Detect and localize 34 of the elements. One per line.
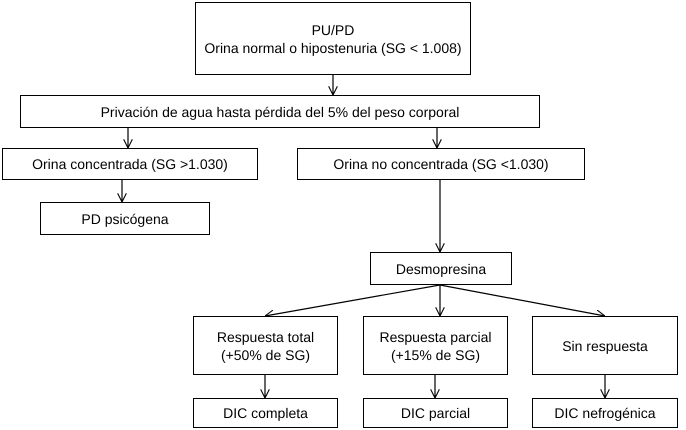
arrow <box>600 375 610 399</box>
process-box <box>363 316 508 375</box>
arrow <box>434 285 446 317</box>
process-box <box>193 398 338 428</box>
arrow <box>260 375 270 399</box>
box-text: DIC parcial <box>400 404 470 422</box>
arrow <box>116 180 128 203</box>
box-text: Orina concentrada (SG >1.030) <box>32 155 228 173</box>
box-text: Orina no concentrada (SG <1.030) <box>333 155 549 173</box>
process-box <box>370 252 512 285</box>
box-text: PD psicógena <box>81 210 169 228</box>
process-box <box>20 95 540 128</box>
box-text: DIC completa <box>223 404 308 422</box>
box-text: Respuesta total (+50% de SG) <box>216 328 316 364</box>
box-text: Desmopresina <box>396 260 486 278</box>
box-text: PU/PD <box>312 20 354 38</box>
process-box <box>195 2 471 75</box>
box-text: Respuesta parcial (+15% de SG) <box>378 328 493 364</box>
process-box <box>532 316 678 375</box>
box-text: Privación de agua hasta pérdida del 5% del peso corporal <box>100 102 460 120</box>
arrow <box>122 128 134 149</box>
arrow <box>432 128 442 149</box>
process-box <box>297 148 585 180</box>
arrow <box>328 75 338 96</box>
process-box <box>40 202 210 235</box>
box-text: Sin respuesta <box>562 336 648 354</box>
arrow <box>434 180 446 253</box>
process-box <box>532 398 678 428</box>
box-text: Orina normal o hipostenuria (SG < 1.008) <box>204 38 462 56</box>
process-box <box>2 148 258 180</box>
box-text: DIC nefrogénica <box>554 404 656 422</box>
process-box <box>363 398 508 428</box>
process-box <box>193 316 338 375</box>
arrow <box>430 375 440 399</box>
